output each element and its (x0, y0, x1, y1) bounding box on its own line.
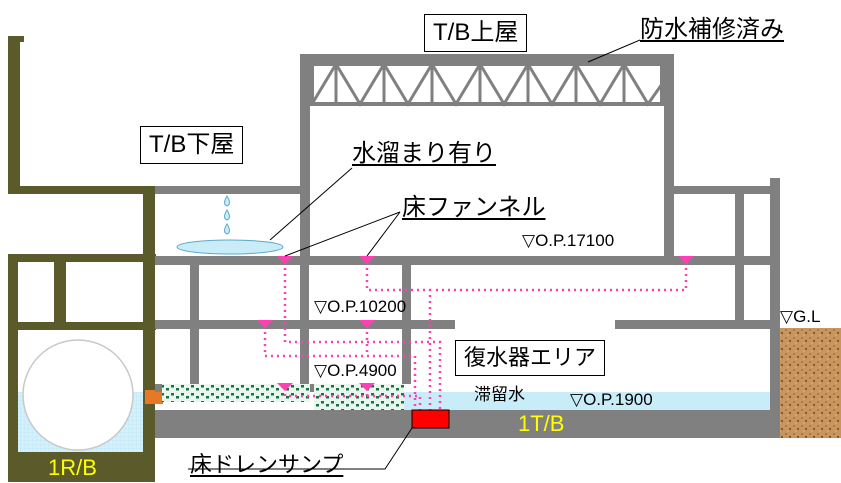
level-op17100: ▽O.P.17100 (522, 231, 615, 250)
tb-lower-label: T/B下屋 (140, 126, 244, 164)
level-gl: ▽G.L (780, 307, 821, 326)
funnel-icon (257, 256, 694, 391)
floor-drain-sump (411, 409, 450, 429)
reactor-vessel (22, 339, 134, 451)
debris-left (162, 384, 310, 402)
ground-soil (780, 328, 841, 438)
roof-truss (310, 61, 664, 107)
water-drop-icon (224, 195, 230, 235)
waterproof-label: 防水補修済み (640, 16, 784, 43)
level-op4900: ▽O.P.4900 (314, 361, 397, 380)
leader-lines (188, 39, 641, 470)
water-puddle (176, 239, 284, 255)
tb-1-label: 1T/B (518, 411, 565, 436)
tb-upper-label: T/B上屋 (424, 14, 528, 52)
reactor-building (8, 36, 156, 482)
condenser-area-label: 復水器エリア (455, 340, 606, 376)
stagnant-water-label: 滞留水 (474, 385, 525, 404)
debris-right (314, 384, 404, 410)
rb-1-label: 1R/B (48, 455, 97, 480)
rb-tb-connector (145, 390, 163, 404)
floor-drain-sump-label: 床ドレンサンプ (190, 452, 344, 477)
stagnant-water (402, 392, 770, 410)
pooling-label: 水溜まり有り (352, 140, 496, 167)
level-op10200: ▽O.P.10200 (314, 297, 407, 316)
rb-basement-floor (8, 452, 155, 482)
floor-funnel-label: 床ファンネル (402, 194, 546, 221)
level-op1900: ▽O.P.1900 (570, 390, 653, 409)
